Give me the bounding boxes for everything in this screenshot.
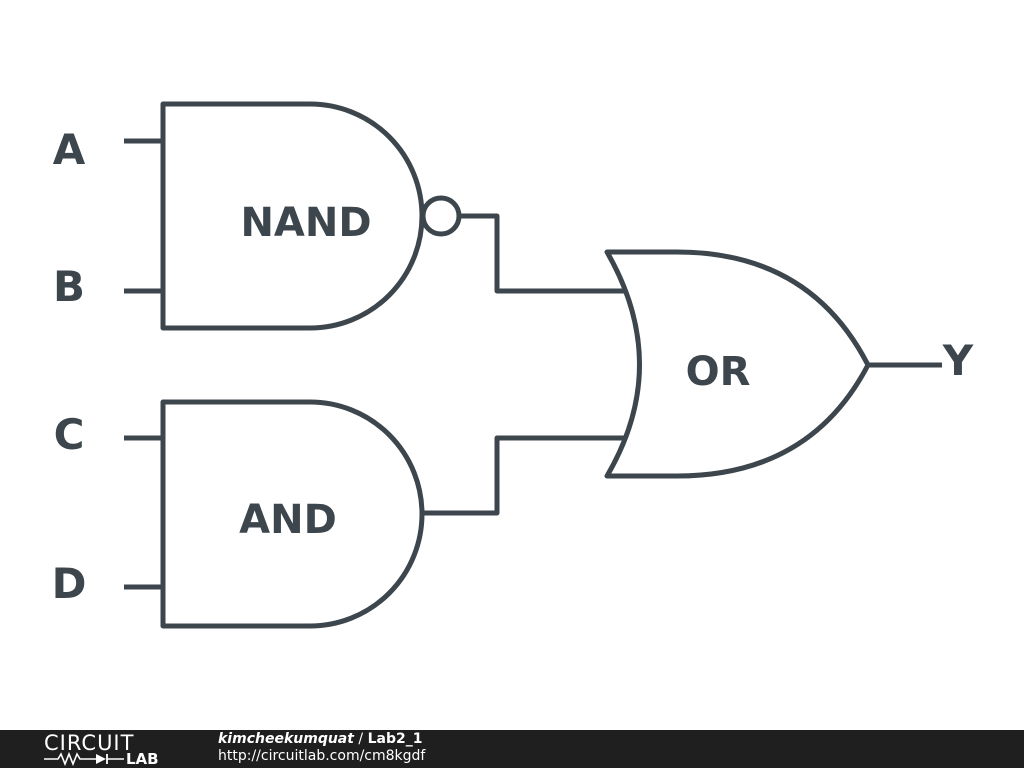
nand-gate-label: NAND (240, 200, 371, 246)
footer-bar: CIRCUIT LAB kimcheekumquat / Lab2_1 http… (0, 730, 1024, 768)
nand-inversion-bubble (420, 195, 462, 237)
credit-separator: / (353, 731, 368, 747)
author-link[interactable]: kimcheekumquat (218, 731, 354, 747)
project-credit: kimcheekumquat / Lab2_1 http://circuitla… (218, 731, 425, 765)
circuitlab-logo[interactable]: CIRCUIT LAB (40, 731, 180, 768)
input-label-b: B (53, 262, 85, 311)
wire-nand-to-or (459, 213, 625, 294)
and-gate (160, 399, 425, 629)
input-label-c: C (54, 410, 85, 459)
output-label-y: Y (942, 336, 974, 385)
credit-line-title: kimcheekumquat / Lab2_1 (218, 731, 425, 748)
logic-diagram: NAND AND OR A B C D Y (52, 101, 974, 629)
resistor-diode-icon (44, 752, 124, 766)
and-gate-label: AND (239, 497, 337, 543)
input-label-a: A (53, 125, 86, 174)
project-name-link[interactable]: Lab2_1 (367, 731, 423, 747)
logo-text-lab: LAB (126, 750, 159, 768)
logo-text-circuit: CIRCUIT (44, 731, 135, 755)
project-url-link[interactable]: http://circuitlab.com/cm8kgdf (218, 748, 426, 764)
input-label-d: D (52, 559, 87, 608)
or-gate-label: OR (686, 349, 751, 395)
or-gate (604, 249, 871, 479)
wire-and-to-or (422, 435, 625, 516)
